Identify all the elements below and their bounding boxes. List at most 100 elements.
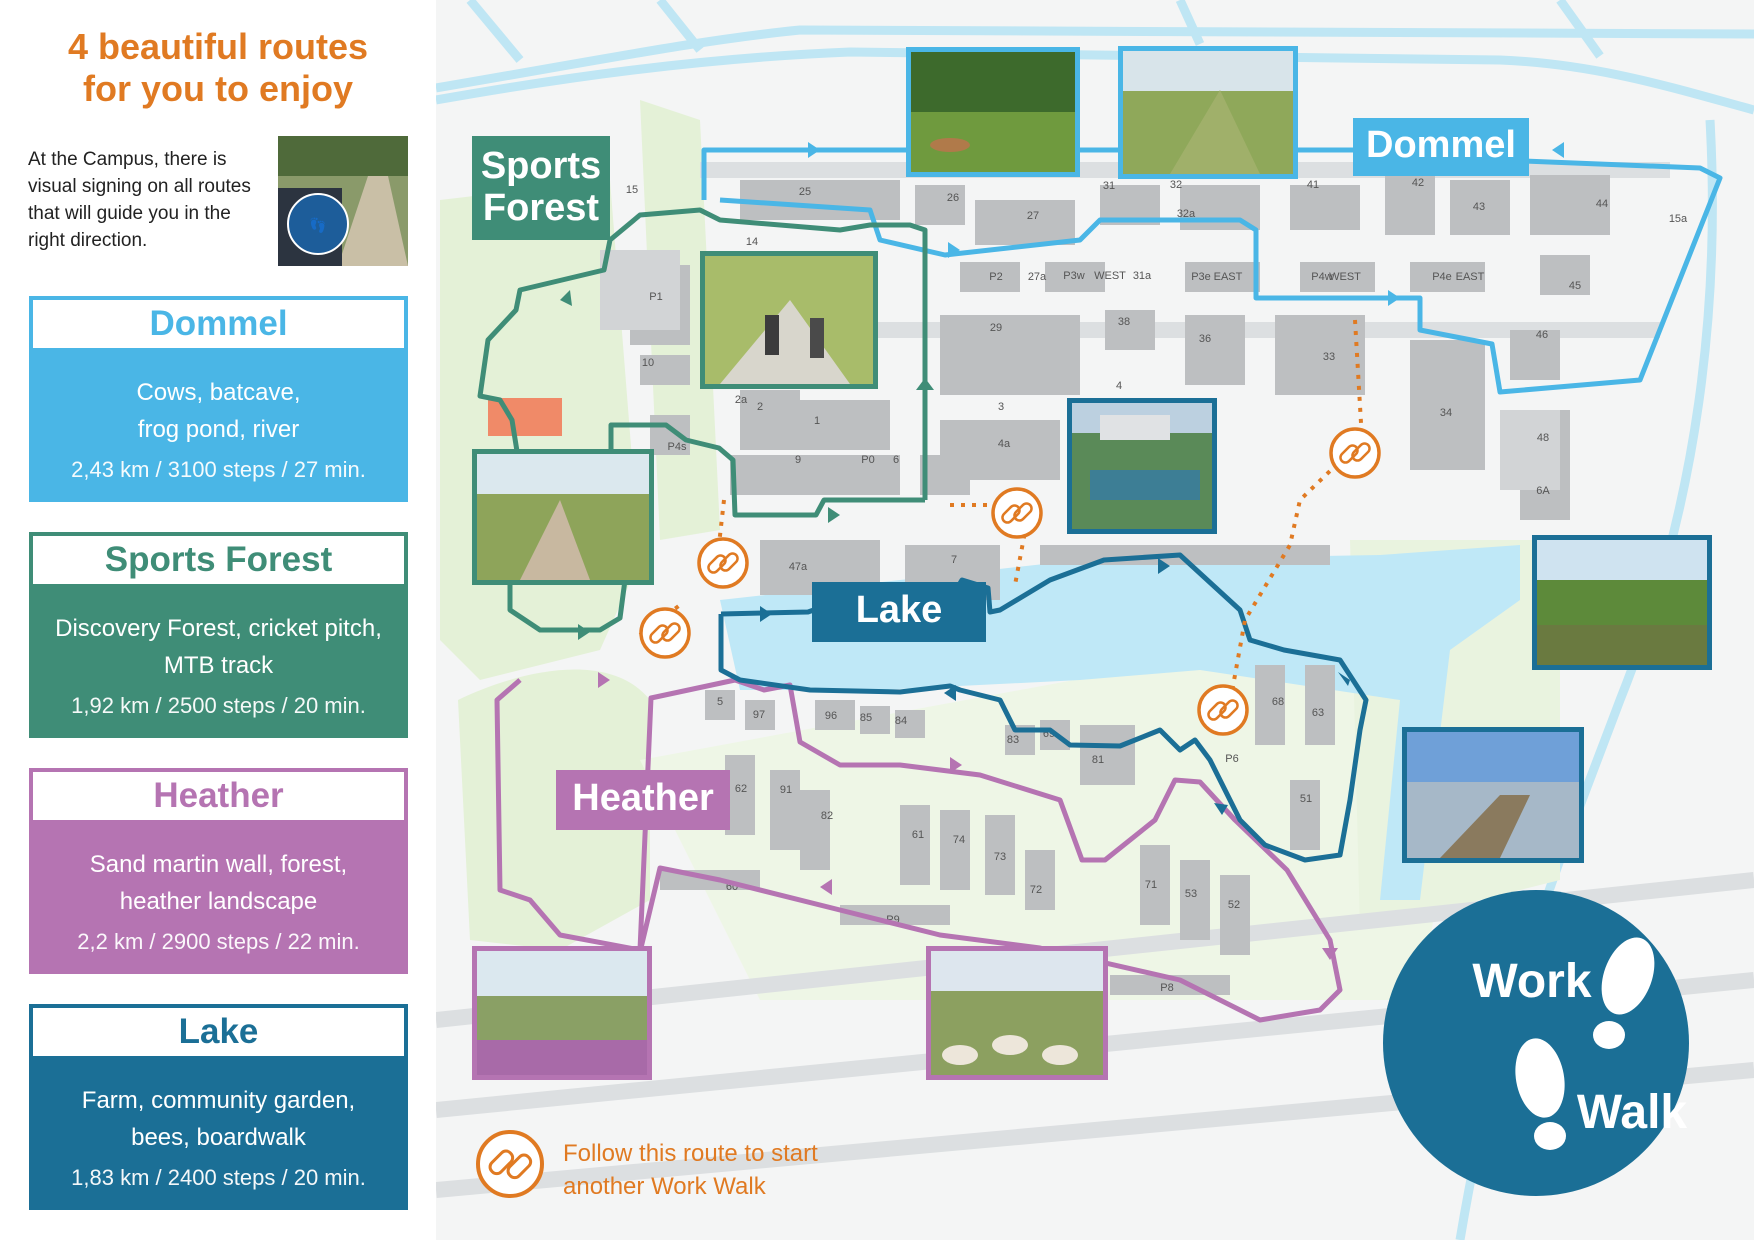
- intro-text: At the Campus, there is visual signing o…: [28, 149, 251, 251]
- building-number: P3w: [1063, 270, 1084, 282]
- building-number: 83: [1007, 734, 1019, 746]
- building-number: 71: [1145, 879, 1157, 891]
- building-number: 62: [735, 783, 747, 795]
- photo-heather: [472, 946, 652, 1080]
- parking: [600, 250, 1560, 490]
- page-title-line-1: 4 beautiful routes: [67, 26, 369, 67]
- route-sports-desc-1: Discovery Forest, cricket pitch,: [55, 615, 382, 642]
- route-card-heather-body: Sand martin wall, forest, heather landsca…: [29, 824, 408, 974]
- building-number: P3e: [1191, 271, 1211, 283]
- route-card-dommel-title: Dommel: [29, 296, 408, 352]
- building-number: 74: [953, 834, 965, 846]
- building-number: 2: [757, 401, 763, 413]
- label-lake-text: Lake: [856, 589, 943, 631]
- route-lake-stats: 1,83 km / 2400 steps / 20 min.: [71, 1165, 366, 1190]
- route-card-sports-forest[interactable]: Sports Forest Discovery Forest, cricket …: [29, 532, 408, 738]
- building-number: 97: [753, 709, 765, 721]
- route-dommel-desc-1: Cows, batcave,: [136, 379, 301, 406]
- building-number: 1: [814, 415, 820, 427]
- building-number: 44: [1596, 198, 1608, 210]
- label-sports-line-1: Sports: [481, 145, 601, 187]
- building-number: 63: [1312, 707, 1324, 719]
- legend-line-2: another Work Walk: [563, 1173, 767, 1200]
- link-legend-icon: [476, 1130, 544, 1198]
- building-number: 4a: [998, 438, 1011, 450]
- cricket-pitch: [488, 398, 562, 436]
- route-card-sports-forest-title: Sports Forest: [29, 532, 408, 588]
- building-number: 27a: [1028, 271, 1047, 283]
- route-dommel-desc-2: frog pond, river: [137, 416, 300, 443]
- building-number: 72: [1030, 884, 1042, 896]
- footprint-icon: [1515, 937, 1655, 1150]
- logo-text-walk: Walk: [1577, 1086, 1688, 1139]
- building-number: 84: [895, 715, 907, 727]
- link-icon: [697, 537, 749, 589]
- route-heather-desc-1: Sand martin wall, forest,: [89, 851, 348, 878]
- route-dommel-stats: 2,43 km / 3100 steps / 27 min.: [71, 457, 366, 482]
- route-lake-path[interactable]: [718, 552, 1369, 863]
- label-sports-line-2: Forest: [483, 187, 599, 229]
- building-number: 14: [746, 236, 758, 248]
- building-number: 15a: [1669, 213, 1688, 225]
- building-number: 25: [799, 186, 811, 198]
- building-number: 3: [998, 401, 1004, 413]
- route-card-heather[interactable]: Heather Sand martin wall, forest,heather…: [29, 768, 408, 974]
- link-icon: [1197, 684, 1249, 736]
- label-dommel: Dommel: [1353, 118, 1529, 176]
- building-number: 43: [1473, 201, 1485, 213]
- photo-meadow: [1118, 46, 1298, 179]
- signpost-photo: 👣: [278, 136, 408, 266]
- building-number: 81: [1092, 754, 1104, 766]
- logo-text-work: Work: [1472, 955, 1591, 1008]
- route-lake-desc-2: bees, boardwalk: [131, 1124, 306, 1151]
- building-number: 9: [795, 454, 801, 466]
- building-number: EAST: [1456, 271, 1485, 283]
- building-number: 91: [780, 784, 792, 796]
- route-card-dommel[interactable]: Dommel Cows, batcave, frog pond, river 2,…: [29, 296, 408, 502]
- building-number: 96: [825, 710, 837, 722]
- building-number: 42: [1412, 177, 1424, 189]
- building-number: P4s: [668, 441, 687, 453]
- label-sports-forest: Sports Forest: [472, 136, 610, 240]
- label-dommel-text: Dommel: [1366, 124, 1516, 166]
- building-number: 52: [1228, 899, 1240, 911]
- building-number: 32a: [1177, 208, 1196, 220]
- buildings: [630, 175, 1610, 995]
- route-lake-desc-1: Farm, community garden,: [81, 1087, 356, 1114]
- building-number: 6A: [1536, 485, 1550, 497]
- route-card-sports-forest-body: Discovery Forest, cricket pitch, MTB trac…: [29, 588, 408, 738]
- route-card-dommel-body: Cows, batcave, frog pond, river 2,43 km /…: [29, 352, 408, 502]
- building-number: 10: [642, 357, 654, 369]
- building-number: WEST: [1329, 271, 1361, 283]
- label-heather-text: Heather: [572, 777, 714, 819]
- building-number: 85: [860, 712, 872, 724]
- building-number: P6: [1225, 753, 1238, 765]
- building-number: 15: [626, 184, 638, 196]
- route-heather-stats: 2,2 km / 2900 steps / 22 min.: [77, 929, 360, 954]
- route-sports-desc-2: MTB track: [163, 652, 274, 679]
- building-number: 45: [1569, 280, 1581, 292]
- building-number: 6: [893, 454, 899, 466]
- building-number: WEST: [1094, 270, 1126, 282]
- route-heather-desc-2: heather landscape: [119, 888, 318, 915]
- building-number: 47a: [789, 561, 808, 573]
- page-title-line-2: for you to enjoy: [83, 68, 353, 109]
- building-number: 27: [1027, 210, 1039, 222]
- label-lake: Lake: [812, 582, 986, 642]
- route-card-lake-body: Farm, community garden, bees, boardwalk 1…: [29, 1060, 408, 1210]
- building-number: P8: [1160, 982, 1173, 994]
- building-number: 34: [1440, 407, 1452, 419]
- route-card-lake[interactable]: Lake Farm, community garden,bees, boardw…: [29, 1004, 408, 1210]
- link-icon: [1329, 427, 1381, 479]
- building-number: 46: [1536, 329, 1548, 341]
- building-number: 51: [1300, 793, 1312, 805]
- route-arrows: [560, 142, 1564, 960]
- work-walk-logo: Work Walk: [1383, 890, 1689, 1196]
- photo-boardwalk: [1402, 727, 1584, 863]
- route-dommel-path[interactable]: [701, 147, 1723, 395]
- building-number: 53: [1185, 888, 1197, 900]
- photo-campus-aerial: [1067, 398, 1217, 534]
- building-number: P4w: [1311, 271, 1332, 283]
